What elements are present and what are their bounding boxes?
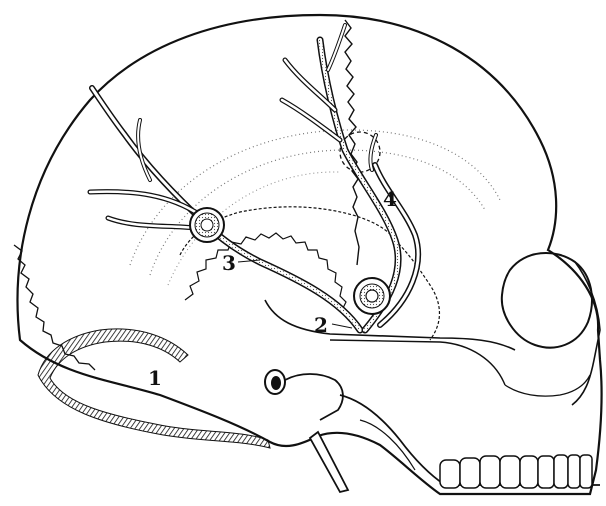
label-2: 2 (314, 313, 328, 337)
label-4: 4 (383, 187, 397, 211)
styloid-process (310, 432, 348, 492)
burr-hole-anterior (354, 278, 390, 314)
burr-hole-posterior (190, 208, 224, 242)
teeth (440, 455, 592, 488)
label-1: 1 (148, 366, 162, 390)
ear-canal (265, 370, 285, 394)
label-3: 3 (222, 251, 236, 275)
